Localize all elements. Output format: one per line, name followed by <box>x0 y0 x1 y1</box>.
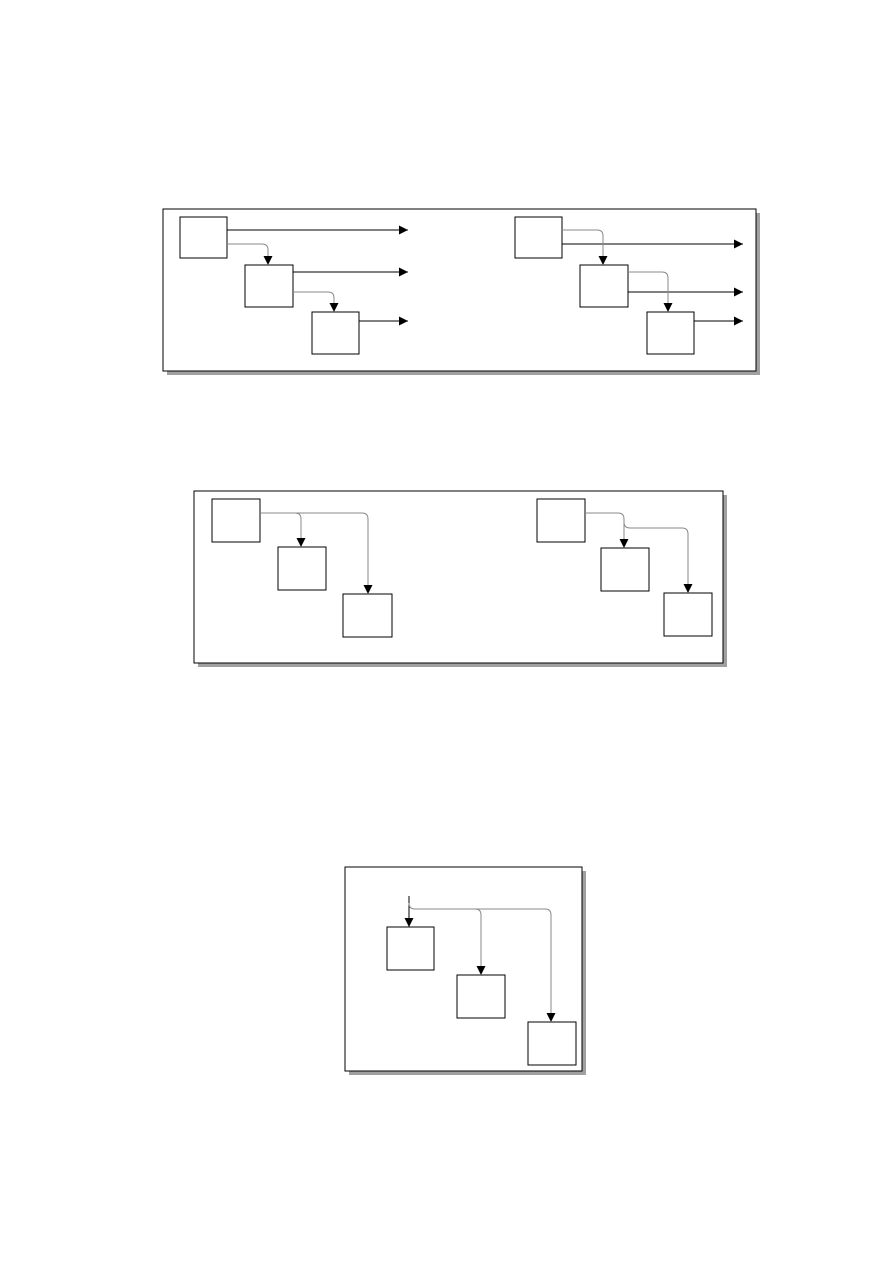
f3-block-1 <box>386 926 435 971</box>
f1-left-block-3 <box>311 311 360 355</box>
f1-left-block-2 <box>244 264 294 308</box>
f2-left-connector-1-3 <box>295 512 373 594</box>
f2-right-block-3 <box>663 592 713 637</box>
f3-block-3 <box>527 1021 577 1066</box>
f1-right-block-1 <box>514 216 563 259</box>
f1-right-connector-1-2 <box>562 229 608 265</box>
f2-right-block-2 <box>600 547 650 592</box>
f1-right-block-3 <box>646 311 695 355</box>
f3-block-2 <box>456 974 506 1019</box>
f2-right-connector-1-3 <box>623 521 693 593</box>
f2-left-block-1 <box>211 498 261 543</box>
f1-right-connector-2-3 <box>628 271 673 312</box>
figure-3 <box>344 866 586 1075</box>
f2-left-block-3 <box>342 593 393 638</box>
figure-2 <box>193 490 727 667</box>
f1-right-block-2 <box>579 264 629 308</box>
f2-right-connector-1-2 <box>585 512 629 548</box>
f2-right-block-1 <box>536 498 586 543</box>
f3-connector-to-3 <box>475 908 556 1022</box>
f1-left-block-1 <box>179 216 228 259</box>
figure-1 <box>162 208 760 375</box>
f1-left-connector-1-2 <box>227 243 273 265</box>
f2-left-block-2 <box>277 546 327 591</box>
f1-left-connector-2-3 <box>293 291 339 312</box>
